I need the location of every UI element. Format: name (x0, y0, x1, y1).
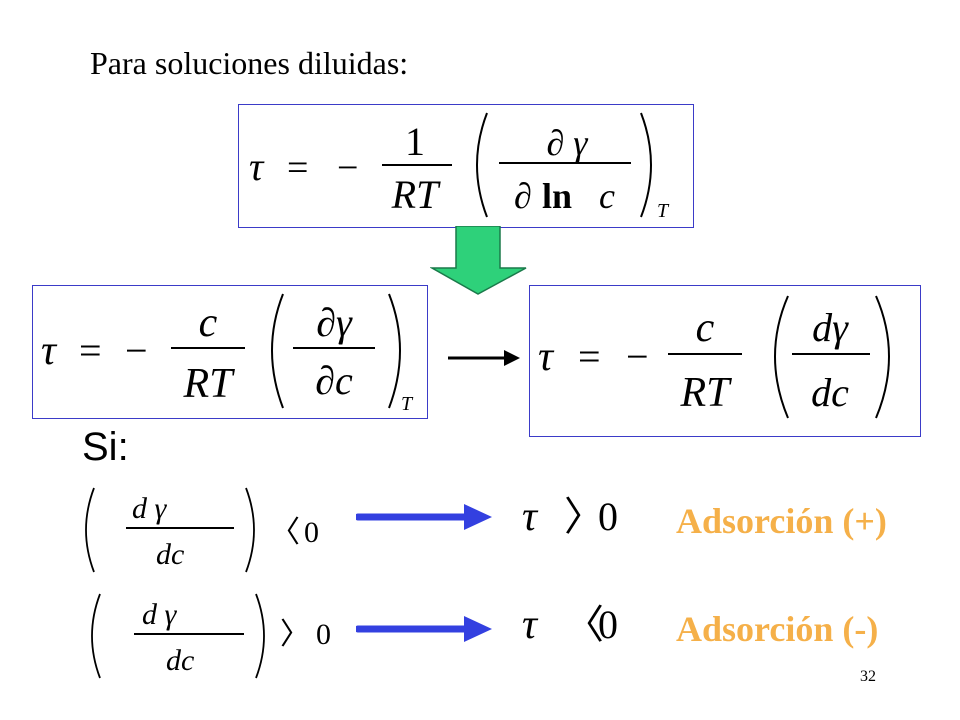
condition-zero: 0 (304, 516, 319, 549)
right-paren (875, 295, 890, 419)
fraction-numerator: c (199, 300, 218, 346)
right-paren (388, 293, 401, 409)
subscript-t: T (657, 200, 670, 222)
condition-1-expression: d γ dc 〈 0 (85, 487, 319, 573)
fraction-numerator: c (696, 305, 715, 351)
inner-denominator: dc (811, 370, 849, 415)
left-paren (91, 593, 101, 679)
si-label: Si: (82, 425, 129, 469)
tau-symbol: τ (249, 144, 265, 189)
inner-numerator: dγ (812, 305, 849, 350)
subscript-t: T (401, 393, 414, 415)
left-equation: τ = − c RT ∂γ ∂c T (41, 293, 414, 415)
inner-denominator-ln: ln (542, 176, 572, 216)
left-paren (271, 293, 284, 409)
blue-arrow-icon (356, 616, 492, 642)
condition-1-result: τ 〉 0 (522, 494, 618, 540)
minus-sign: − (626, 334, 649, 379)
result-tau: τ (522, 494, 539, 540)
condition-relation: 〉 (280, 618, 310, 651)
minus-sign: − (125, 328, 148, 373)
intro-text: Para soluciones diluidas: (90, 45, 409, 81)
inner-denominator-partial: ∂ (514, 176, 532, 216)
adsorption-negative-label: Adsorción (-) (676, 609, 879, 649)
tau-symbol: τ (538, 334, 555, 380)
inner-numerator: ∂γ (316, 300, 353, 345)
blue-arrow-icon (356, 504, 492, 530)
tau-symbol: τ (41, 328, 58, 374)
main-equation-box: τ = − 1 RT ∂ γ ∂ ln c T (238, 104, 694, 228)
inner-denominator: ∂c (315, 358, 353, 403)
fraction-denominator: RT (182, 361, 235, 407)
condition-numerator: d γ (142, 598, 178, 631)
right-arrow-icon (448, 350, 520, 366)
result-zero: 0 (598, 494, 618, 539)
left-paren (774, 295, 789, 419)
condition-denominator: dc (156, 538, 184, 571)
inner-denominator-c: c (599, 176, 615, 216)
condition-2-expression: d γ dc 〉 0 (91, 593, 331, 679)
equals-sign: = (578, 334, 601, 379)
result-tau: τ (522, 602, 539, 648)
result-relation: 〈 (564, 602, 604, 647)
right-paren (255, 593, 265, 679)
equals-sign: = (79, 328, 102, 373)
minus-sign: − (337, 147, 358, 189)
condition-2-result: τ 〈 0 (522, 602, 618, 648)
right-equation: τ = − c RT dγ dc (538, 295, 890, 419)
down-arrow-icon (430, 226, 527, 295)
condition-relation: 〈 (270, 516, 300, 549)
result-relation: 〉 (564, 494, 604, 539)
page-number: 32 (860, 668, 876, 685)
main-equation: τ = − 1 RT ∂ γ ∂ ln c T (249, 112, 670, 222)
condition-zero: 0 (316, 618, 331, 651)
fraction-numerator: 1 (405, 119, 425, 164)
condition-denominator: dc (166, 644, 194, 677)
condition-numerator: d γ (132, 492, 168, 525)
left-equation-box: τ = − c RT ∂γ ∂c T (32, 285, 428, 419)
right-paren (640, 112, 652, 218)
left-paren (476, 112, 488, 218)
fraction-denominator: RT (679, 370, 732, 416)
left-paren (85, 487, 95, 573)
equals-sign: = (287, 147, 308, 189)
result-zero: 0 (598, 602, 618, 647)
fraction-denominator: RT (391, 172, 441, 217)
adsorption-positive-label: Adsorción (+) (676, 501, 887, 541)
inner-numerator: ∂ γ (547, 123, 589, 163)
right-paren (245, 487, 255, 573)
right-equation-box: τ = − c RT dγ dc (529, 285, 921, 437)
